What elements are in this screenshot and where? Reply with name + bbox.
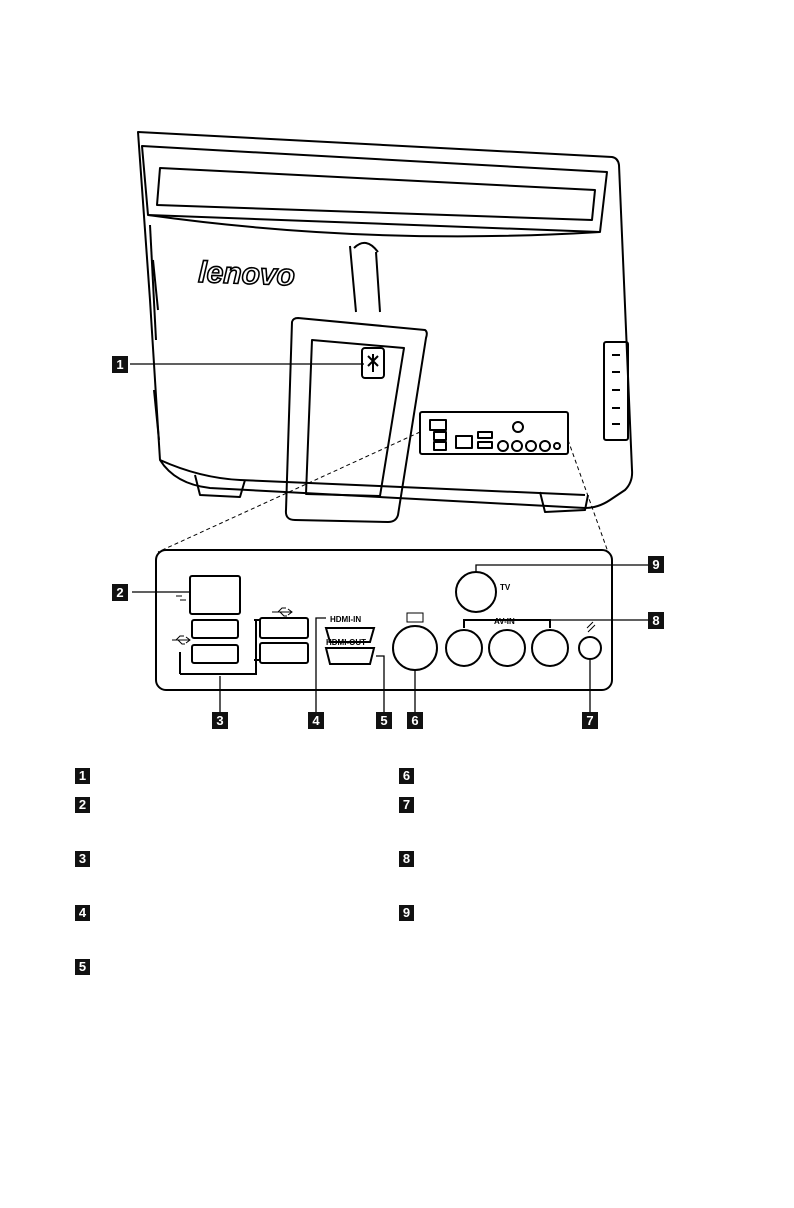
legend-number: 1 bbox=[75, 768, 90, 784]
legend-item-7: 7 bbox=[399, 797, 422, 813]
legend-item-1: 1 bbox=[75, 768, 98, 784]
monitor-outline bbox=[137, 131, 634, 509]
svg-text:5: 5 bbox=[380, 713, 387, 728]
legend-number: 5 bbox=[75, 959, 90, 975]
callout-legend: 1 2 3 4 5 6 7 8 9 bbox=[0, 760, 794, 980]
svg-text:7: 7 bbox=[586, 713, 593, 728]
legend-number: 7 bbox=[399, 797, 414, 813]
legend-item-9: 9 bbox=[399, 905, 422, 921]
svg-text:2: 2 bbox=[116, 585, 123, 600]
callout-8: 8 bbox=[648, 612, 664, 629]
callout-6: 6 bbox=[407, 712, 423, 729]
rear-view-diagram: lenovo bbox=[112, 131, 664, 729]
mic-icon bbox=[586, 621, 596, 633]
usb-icon bbox=[172, 635, 191, 645]
svg-text:1: 1 bbox=[116, 357, 123, 372]
legend-number: 4 bbox=[75, 905, 90, 921]
callout-1: 1 bbox=[112, 356, 128, 373]
legend-item-5: 5 bbox=[75, 959, 98, 975]
svg-text:4: 4 bbox=[312, 713, 320, 728]
legend-number: 9 bbox=[399, 905, 414, 921]
callout-5: 5 bbox=[376, 712, 392, 729]
svg-text:3: 3 bbox=[216, 713, 223, 728]
legend-item-2: 2 bbox=[75, 797, 98, 813]
legend-number: 2 bbox=[75, 797, 90, 813]
callout-2: 2 bbox=[112, 584, 128, 601]
legend-number: 6 bbox=[399, 768, 414, 784]
keyboard-icon bbox=[406, 612, 424, 623]
legend-item-3: 3 bbox=[75, 851, 98, 867]
av-in-label: AV-IN bbox=[494, 617, 515, 626]
callout-9: 9 bbox=[648, 556, 664, 573]
hdmi-out-label: HDMI-OUT bbox=[326, 638, 366, 647]
legend-number: 8 bbox=[399, 851, 414, 867]
network-icon bbox=[176, 595, 186, 601]
hdmi-in-label: HDMI-IN bbox=[330, 615, 361, 624]
svg-text:8: 8 bbox=[652, 613, 659, 628]
svg-text:9: 9 bbox=[652, 557, 659, 572]
brand-logo: lenovo bbox=[198, 256, 296, 292]
stand-loop bbox=[284, 317, 428, 523]
stand-neck bbox=[349, 245, 381, 313]
legend-item-6: 6 bbox=[399, 768, 422, 784]
callout-4: 4 bbox=[308, 712, 324, 729]
callout-7: 7 bbox=[582, 712, 598, 729]
tv-label: TV bbox=[500, 583, 511, 592]
legend-item-4: 4 bbox=[75, 905, 98, 921]
usb-icon bbox=[272, 607, 293, 617]
legend-number: 3 bbox=[75, 851, 90, 867]
callout-3: 3 bbox=[212, 712, 228, 729]
svg-text:6: 6 bbox=[411, 713, 418, 728]
legend-item-8: 8 bbox=[399, 851, 422, 867]
